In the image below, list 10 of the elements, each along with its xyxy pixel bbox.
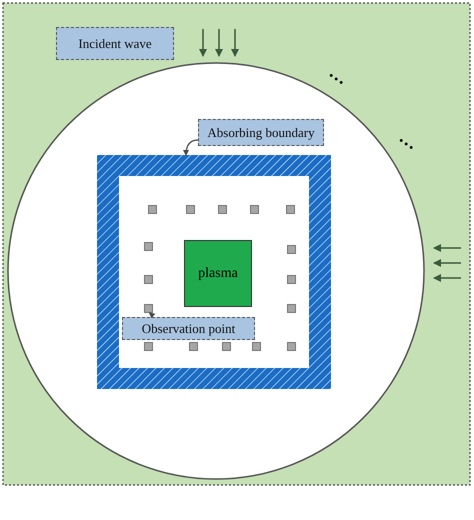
observation-point-label: Observation point [122, 317, 255, 340]
incident-wave-label: Incident wave [56, 27, 174, 60]
absorbing-boundary-frame [97, 155, 331, 389]
ellipsis: … [396, 127, 422, 153]
ellipsis: … [326, 62, 352, 88]
leader-line [183, 139, 198, 156]
plasma-box: plasma [184, 240, 252, 307]
absorbing-boundary-label: Absorbing boundary [198, 119, 324, 146]
leader-line [148, 312, 156, 318]
observation-point-marker [144, 304, 153, 313]
